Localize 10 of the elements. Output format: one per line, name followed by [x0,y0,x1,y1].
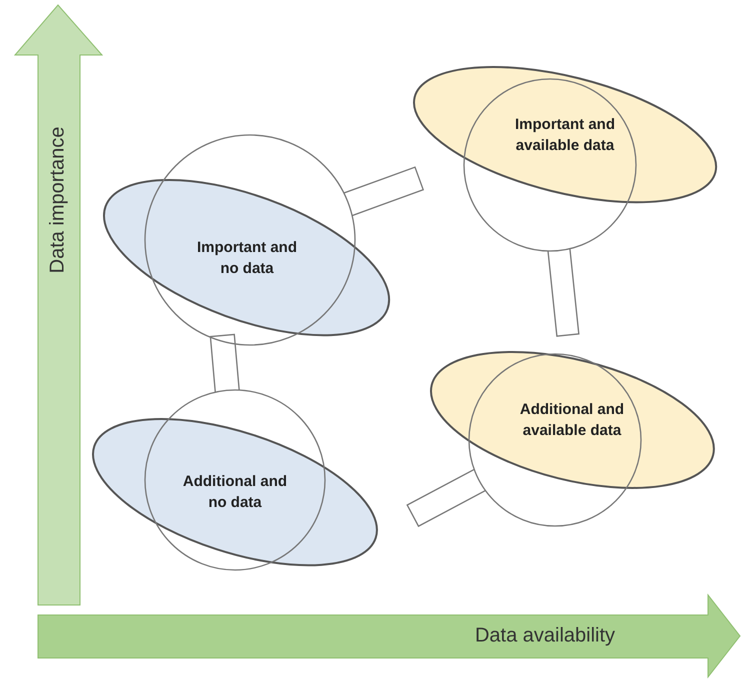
ellipse-node [412,65,718,205]
ellipse-node [102,178,392,338]
node-label: Additional and available data [518,400,626,441]
node-label: Important and available data [514,114,616,156]
node-label: Additional and no data [182,472,288,513]
axis-label: Data availability [474,624,616,648]
node-label: Important and no data [196,238,298,279]
axis-label: Data importance [46,126,70,274]
ellipse-node [428,350,716,490]
ellipse-node [91,416,379,568]
